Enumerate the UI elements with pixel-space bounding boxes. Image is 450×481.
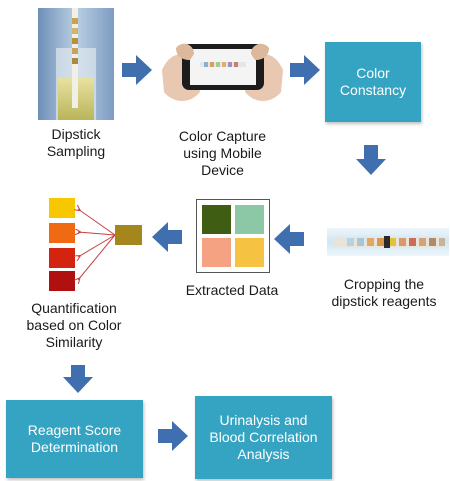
- extracted-tile: [235, 205, 264, 234]
- extracted-tile: [202, 205, 231, 234]
- color-constancy-label: Color Constancy: [339, 65, 407, 98]
- step-label-cropping: Cropping the dipstick reagents: [331, 276, 437, 309]
- down-arrow-icon: [63, 365, 93, 393]
- left-arrow-icon: [152, 222, 182, 252]
- right-arrow-icon: [158, 421, 188, 451]
- reagent-score-box: Reagent Score Determination: [6, 400, 143, 478]
- reagent-score-label: Reagent Score Determination: [27, 422, 122, 455]
- extracted-tile: [202, 238, 231, 267]
- reference-color-swatches: [40, 195, 150, 295]
- step-label-color-capture: Color Capture using Mobile Device: [178, 128, 267, 178]
- urinalysis-label: Urinalysis and Blood Correlation Analysi…: [209, 412, 318, 462]
- right-arrow-icon: [122, 55, 152, 85]
- step-label-quantification: Quantification based on Color Similarity: [26, 300, 122, 350]
- mobile-capture-photo: [160, 22, 285, 110]
- extracted-data-grid: [196, 199, 270, 273]
- step-label-extracted-data: Extracted Data: [185, 282, 279, 298]
- down-arrow-icon: [356, 145, 386, 175]
- urinalysis-box: Urinalysis and Blood Correlation Analysi…: [195, 396, 332, 479]
- dipstick-sampling-photo: [38, 8, 114, 120]
- left-arrow-icon: [274, 224, 304, 254]
- color-constancy-box: Color Constancy: [325, 42, 421, 122]
- extracted-tile: [235, 238, 264, 267]
- step-label-dipstick-sampling: Dipstick Sampling: [46, 126, 106, 159]
- right-arrow-icon: [290, 55, 320, 85]
- cropped-dipstick-strip: [327, 228, 449, 256]
